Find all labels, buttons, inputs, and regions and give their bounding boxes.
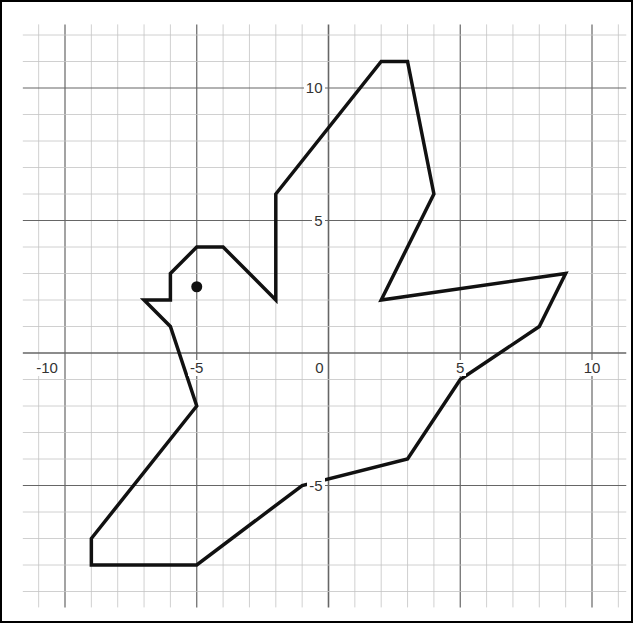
grid-line [38, 24, 39, 607]
grid-line [23, 591, 626, 592]
grid-line [64, 24, 65, 607]
grid-line [460, 24, 461, 607]
y-axis-number: -5 [307, 478, 324, 494]
grid-line [23, 538, 626, 539]
x-axis-number: 0 [313, 360, 325, 376]
grid-line [249, 24, 250, 607]
grid-line [23, 247, 626, 248]
grid-line [407, 24, 408, 607]
grid-line [23, 352, 626, 354]
grid-line [486, 24, 487, 607]
grid-line [117, 24, 118, 607]
x-axis-number: -5 [188, 360, 205, 376]
grid-line [23, 432, 626, 433]
grid-line [302, 24, 303, 607]
x-axis-number: 10 [582, 360, 603, 376]
grid-line [328, 24, 330, 607]
bird-eye [191, 281, 202, 292]
grid-line [23, 114, 626, 115]
grid-line [223, 24, 224, 607]
y-axis-number: 5 [312, 213, 324, 229]
grid-line [144, 24, 145, 607]
grid-line [591, 24, 592, 607]
grid-line [275, 24, 276, 607]
grid-line [354, 24, 355, 607]
grid-line [23, 220, 626, 221]
grid-line [381, 24, 382, 607]
grid-line [196, 24, 197, 607]
bird-outline [91, 62, 565, 566]
grid-line [23, 141, 626, 142]
grid-line [23, 194, 626, 195]
grid-line [539, 24, 540, 607]
y-axis-number: 10 [304, 80, 325, 96]
grid-horizontal [23, 35, 626, 592]
x-axis-number: 5 [454, 360, 466, 376]
grid-line [23, 300, 626, 301]
grid-line [433, 24, 434, 607]
grid-line [23, 61, 626, 62]
x-axis-number: -10 [34, 360, 60, 376]
grid-line [23, 167, 626, 168]
grid-line [170, 24, 171, 607]
grid-line [565, 24, 566, 607]
grid-line [512, 24, 513, 607]
grid-line [23, 87, 626, 88]
grid-line [23, 485, 626, 486]
grid-line [23, 35, 626, 36]
grid-line [23, 273, 626, 274]
grid-vertical [39, 24, 619, 607]
grid-line [23, 379, 626, 380]
grid-line [91, 24, 92, 607]
grid-line [618, 24, 619, 607]
grid-line [23, 459, 626, 460]
grid-line [23, 406, 626, 407]
